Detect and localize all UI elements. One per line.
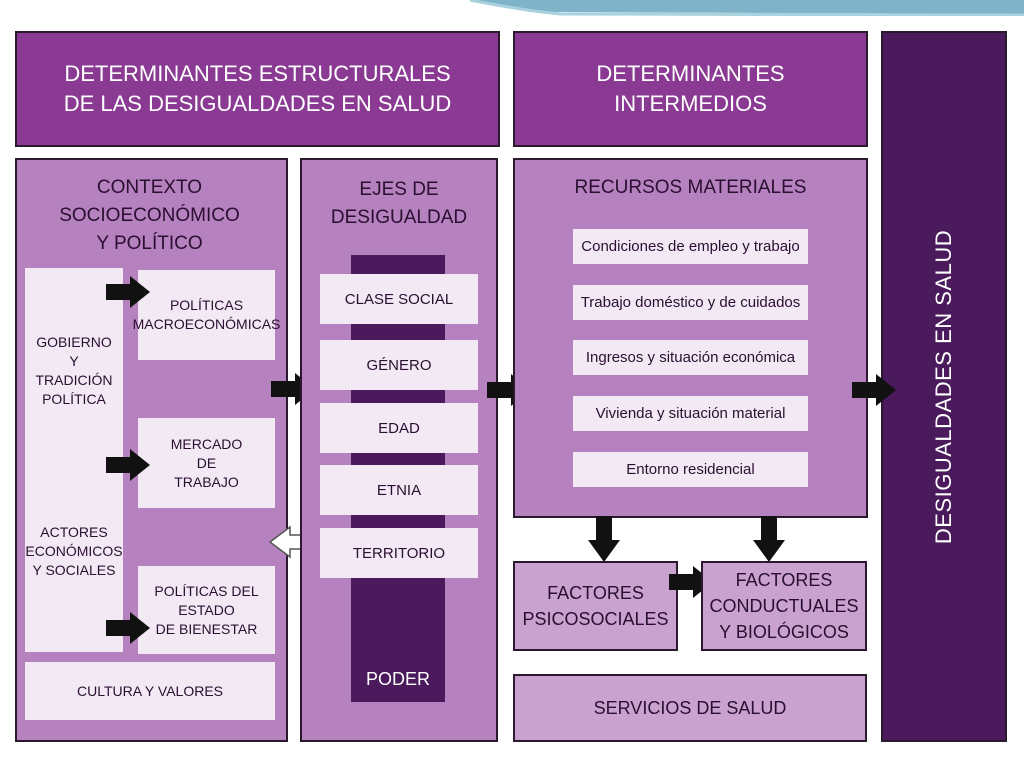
- macroeconomic-policies: POLÍTICAS MACROECONÓMICAS: [133, 270, 280, 360]
- arrow-right-icon: [106, 276, 150, 308]
- context-title: CONTEXTO SOCIOECONÓMICO Y POLÍTICO: [59, 177, 240, 254]
- economic-social-actors: ACTORES ECONÓMICOS Y SOCIALES: [25, 523, 123, 578]
- government-tradition: GOBIERNO Y TRADICIÓN POLÍTICA: [35, 334, 113, 407]
- psychosocial-factors: FACTORES PSICOSOCIALES: [513, 561, 678, 651]
- arrow-right-icon: [106, 449, 150, 481]
- resource-item-domestic-work: Trabajo doméstico y de cuidados: [573, 285, 808, 320]
- arrow-down-icon: [588, 516, 620, 562]
- arrow-right-icon: [852, 374, 896, 406]
- axes-title: EJES DE DESIGUALDAD: [330, 179, 468, 228]
- labor-market: MERCADO DE TRABAJO: [138, 418, 275, 508]
- axis-item-gender: GÉNERO: [320, 340, 478, 390]
- resource-item-housing: Vivienda y situación material: [573, 396, 808, 431]
- culture-values: CULTURA Y VALORES: [25, 662, 275, 720]
- axis-item-social-class: CLASE SOCIAL: [320, 274, 478, 324]
- power-label: PODER: [365, 668, 430, 689]
- health-services: SERVICIOS DE SALUD: [513, 674, 867, 742]
- header-structural-determinants: DETERMINANTES ESTRUCTURALES DE LAS DESIG…: [15, 31, 500, 147]
- arrow-down-icon: [753, 516, 785, 562]
- resource-item-environment: Entorno residencial: [573, 452, 808, 487]
- behavioral-biological-factors: FACTORES CONDUCTUALES Y BIOLÓGICOS: [701, 561, 867, 651]
- outcome-label: DESIGUALDADES EN SALUD: [931, 229, 956, 544]
- top-decoration: [0, 0, 1024, 16]
- resource-item-income: Ingresos y situación económica: [573, 340, 808, 375]
- resources-title: RECURSOS MATERIALES: [574, 177, 807, 198]
- arrow-right-icon: [106, 612, 150, 644]
- welfare-state-policies: POLÍTICAS DEL ESTADO DE BIENESTAR: [138, 566, 275, 654]
- header-intermediate-determinants: DETERMINANTES INTERMEDIOS: [513, 31, 868, 147]
- outcome-panel: DESIGUALDADES EN SALUD: [881, 31, 1007, 742]
- resource-item-employment: Condiciones de empleo y trabajo: [573, 229, 808, 264]
- axis-item-territory: TERRITORIO: [320, 528, 478, 578]
- axis-item-age: EDAD: [320, 403, 478, 453]
- axis-item-ethnicity: ETNIA: [320, 465, 478, 515]
